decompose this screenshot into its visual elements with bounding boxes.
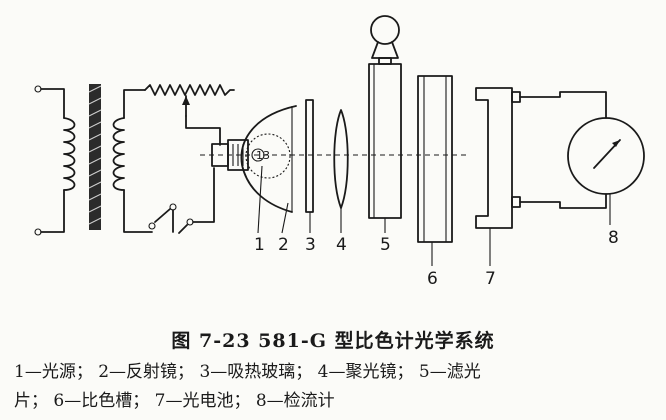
cuvette: [417, 75, 453, 243]
part-number-2: 2: [278, 235, 289, 255]
light-filter: [368, 15, 402, 219]
part-number-1: 1: [254, 235, 265, 255]
figure-caption-title: 图 7-23 581-G 型比色计光学系统: [171, 330, 495, 352]
legend-line-2: 片； 6—比色槽； 7—光电池； 8—检流计: [14, 391, 335, 411]
optical-system-diagram: 13: [34, 15, 645, 289]
photocell: [475, 87, 521, 229]
transformer: [34, 84, 153, 236]
switch: [148, 167, 215, 234]
figure-legend: 1—光源； 2—反射镜； 3—吸热玻璃； 4—聚光镜； 5—滤光 片； 6—比色…: [14, 358, 654, 416]
rheostat: [144, 84, 235, 146]
part-number-3: 3: [305, 235, 316, 255]
galvanometer: [519, 91, 645, 209]
part-number-4: 4: [336, 235, 347, 255]
part-number-7: 7: [485, 269, 496, 289]
condenser-lens: [333, 109, 349, 209]
reflector-mirror: [240, 105, 297, 213]
part-number-8: 8: [608, 228, 619, 248]
leader-lines: [257, 165, 611, 266]
heat-absorbing-glass: [305, 99, 314, 213]
part-number-6: 6: [427, 269, 438, 289]
legend-line-1: 1—光源； 2—反射镜； 3—吸热玻璃； 4—聚光镜； 5—滤光: [14, 362, 481, 382]
part-number-5: 5: [380, 235, 391, 255]
